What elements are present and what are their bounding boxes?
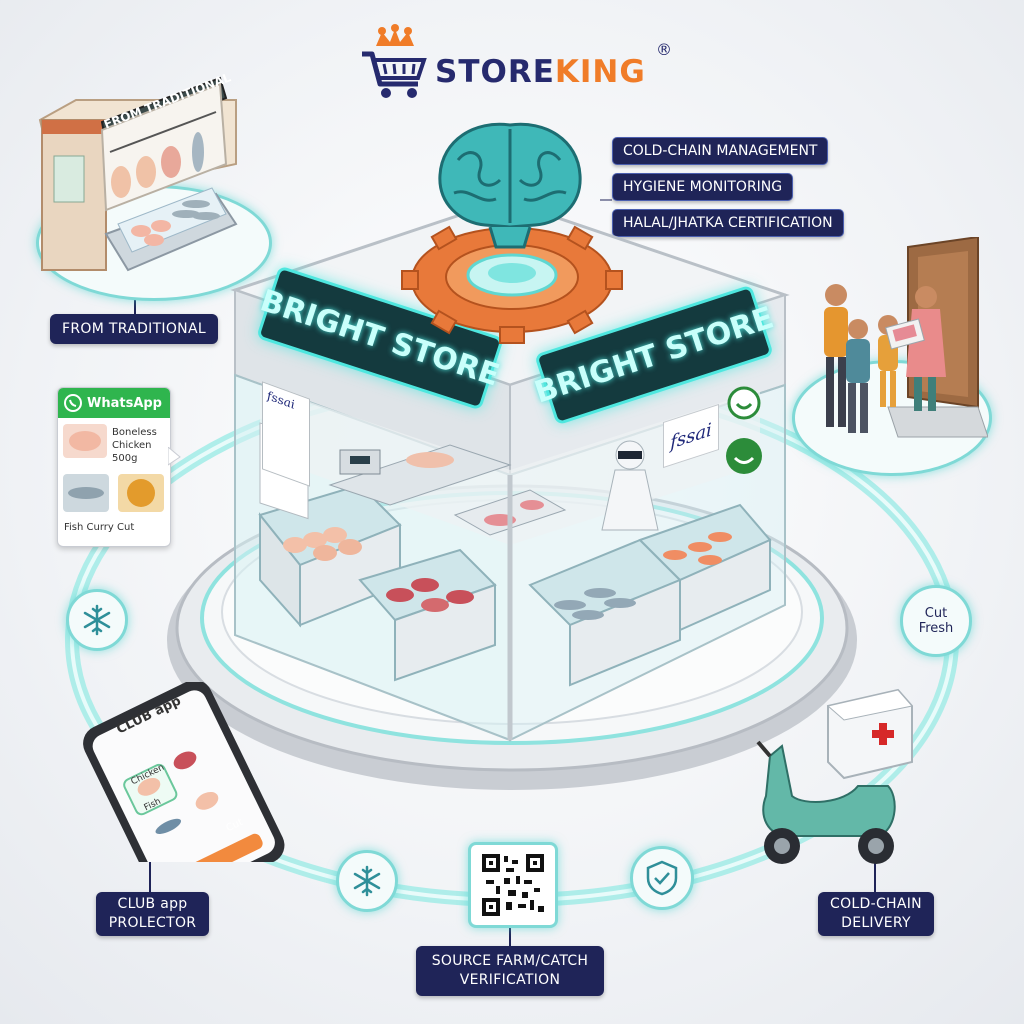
cut-fresh-line1: Cut bbox=[924, 606, 948, 621]
phone-device: CLUB app Chicken Fish Cut bbox=[78, 682, 285, 862]
qr-code-icon bbox=[482, 854, 544, 916]
cut-fresh-line2: Fresh bbox=[918, 621, 954, 636]
whatsapp-order-card: WhatsApp Boneless Chicken 500g Fish Curr… bbox=[57, 387, 171, 547]
snowflake-icon-bottom bbox=[353, 865, 381, 897]
registered-mark: ® bbox=[656, 40, 672, 59]
brand-name-part2: KING bbox=[554, 54, 646, 90]
gear-icon bbox=[401, 216, 623, 344]
scooter-icon bbox=[756, 688, 913, 864]
label-club-app-line1: CLUB app bbox=[117, 896, 188, 912]
fssai-text: fssai bbox=[670, 418, 712, 454]
feature-halal-jhatka-certification: HALAL/JHATKA CERTIFICATION bbox=[612, 209, 844, 237]
whatsapp-icon bbox=[64, 394, 82, 412]
qr-card bbox=[468, 842, 558, 928]
label-cold-chain-delivery: COLD-CHAIN DELIVERY bbox=[818, 892, 934, 936]
label-source-verification: SOURCE FARM/CATCH VERIFICATION bbox=[416, 946, 604, 996]
curry-thumb bbox=[118, 474, 164, 512]
label-club-app-line2: PROLECTOR bbox=[108, 915, 197, 931]
snowflake-node-left bbox=[66, 589, 128, 651]
cart-crown-logo-icon bbox=[362, 24, 427, 98]
snowflake-icon bbox=[83, 604, 111, 636]
halal-badge-icon bbox=[727, 386, 761, 420]
brand-name-part1: STORE bbox=[435, 54, 555, 90]
cut-fresh-node: Cut Fresh bbox=[900, 585, 972, 657]
phone-body bbox=[83, 682, 285, 862]
family-icon bbox=[824, 237, 988, 438]
halal-badge-icon-2 bbox=[726, 438, 762, 474]
shield-check-icon bbox=[646, 860, 678, 896]
brain-icon bbox=[438, 122, 582, 249]
label-source-line2: VERIFICATION bbox=[459, 972, 561, 988]
whatsapp-header: WhatsApp bbox=[58, 388, 170, 418]
label-from-traditional: FROM TRADITIONAL bbox=[50, 314, 218, 344]
whatsapp-item-boneless-chicken: Boneless Chicken 500g bbox=[112, 427, 157, 464]
brand-wordmark: STOREKING bbox=[435, 54, 646, 90]
label-club-app-prolector: CLUB app PROLECTOR bbox=[96, 892, 209, 936]
shield-node bbox=[630, 846, 694, 910]
chicken-thumb bbox=[63, 424, 107, 458]
traditional-shop-illustration bbox=[38, 76, 238, 272]
label-source-line1: SOURCE FARM/CATCH bbox=[431, 953, 589, 969]
fssai-poster-left: fssai bbox=[262, 381, 310, 487]
feature-cold-chain-management: COLD-CHAIN MANAGEMENT bbox=[612, 137, 829, 165]
label-from-traditional-text: FROM TRADITIONAL bbox=[62, 320, 206, 337]
label-delivery-line2: DELIVERY bbox=[841, 915, 911, 931]
feature-hygiene-monitoring: HYGIENE MONITORING bbox=[612, 173, 794, 201]
whatsapp-item-fish-curry-cut: Fish Curry Cut bbox=[64, 522, 135, 533]
label-delivery-line1: COLD-CHAIN bbox=[830, 896, 922, 912]
fish-thumb bbox=[63, 474, 109, 512]
snowflake-node-bottom bbox=[336, 850, 398, 912]
whatsapp-pointer bbox=[168, 447, 181, 466]
whatsapp-title: WhatsApp bbox=[87, 395, 162, 411]
